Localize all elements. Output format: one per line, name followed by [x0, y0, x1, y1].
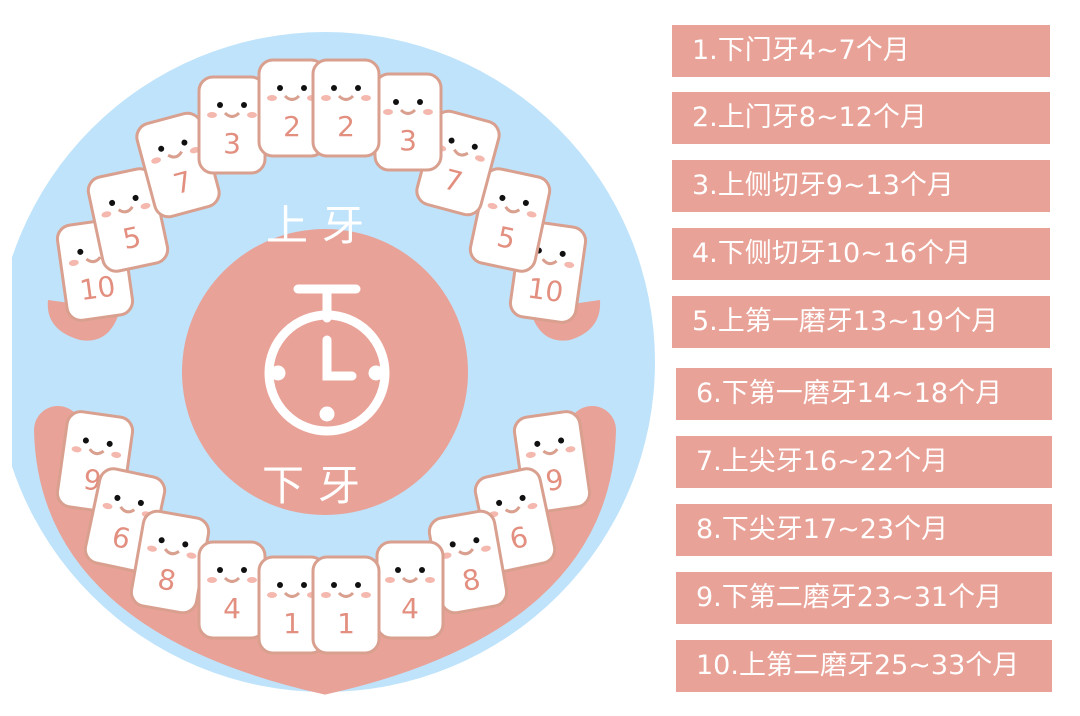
tooth-number: 8 [460, 562, 483, 598]
lower-teeth-label: 下牙 [262, 461, 374, 510]
tooth-number: 4 [223, 592, 241, 625]
tooth-number: 2 [337, 110, 355, 143]
legend-item: 1.下门牙4~7个月 [672, 25, 1050, 77]
upper-tooth: 3 [197, 75, 267, 175]
tooth-number: 9 [543, 463, 565, 498]
legend-item: 3.上侧切牙9~13个月 [672, 160, 1050, 212]
legend-item: 2.上门牙8~12个月 [672, 92, 1050, 144]
legend-item: 4.下侧切牙10~16个月 [672, 228, 1050, 280]
legend-item: 8.下尖牙17~23个月 [676, 504, 1052, 556]
upper-tooth: 5 [468, 167, 552, 273]
upper-tooth: 2 [311, 58, 381, 158]
upper-tooth: 2 [257, 58, 327, 158]
tooth-number: 1 [283, 607, 301, 640]
legend-item: 7.上尖牙16~22个月 [676, 436, 1052, 488]
tooth-number: 4 [401, 592, 419, 625]
tooth-number: 3 [399, 124, 417, 157]
stopwatch-icon [264, 284, 390, 436]
lower-tooth: 1 [311, 555, 381, 655]
tooth-number: 10 [78, 270, 118, 308]
tooth-number: 10 [525, 272, 565, 310]
lower-tooth: 8 [129, 509, 211, 615]
legend-item: 6.下第一磨牙14~18个月 [676, 368, 1052, 420]
legend-item: 9.下第二磨牙23~31个月 [676, 572, 1052, 624]
legend-item: 10.上第二磨牙25~33个月 [676, 640, 1052, 692]
tooth-number: 1 [337, 607, 355, 640]
tooth-number: 3 [223, 127, 241, 160]
lower-tooth: 4 [375, 540, 445, 640]
lower-gum [34, 406, 616, 695]
legend-item: 5.上第一磨牙13~19个月 [672, 296, 1050, 348]
tooth-number: 2 [283, 110, 301, 143]
tooth-number: 8 [155, 562, 178, 598]
lower-tooth: 1 [257, 555, 327, 655]
upper-tooth: 3 [373, 72, 443, 172]
lower-tooth: 4 [197, 540, 267, 640]
upper-teeth-label: 上牙 [266, 201, 378, 250]
